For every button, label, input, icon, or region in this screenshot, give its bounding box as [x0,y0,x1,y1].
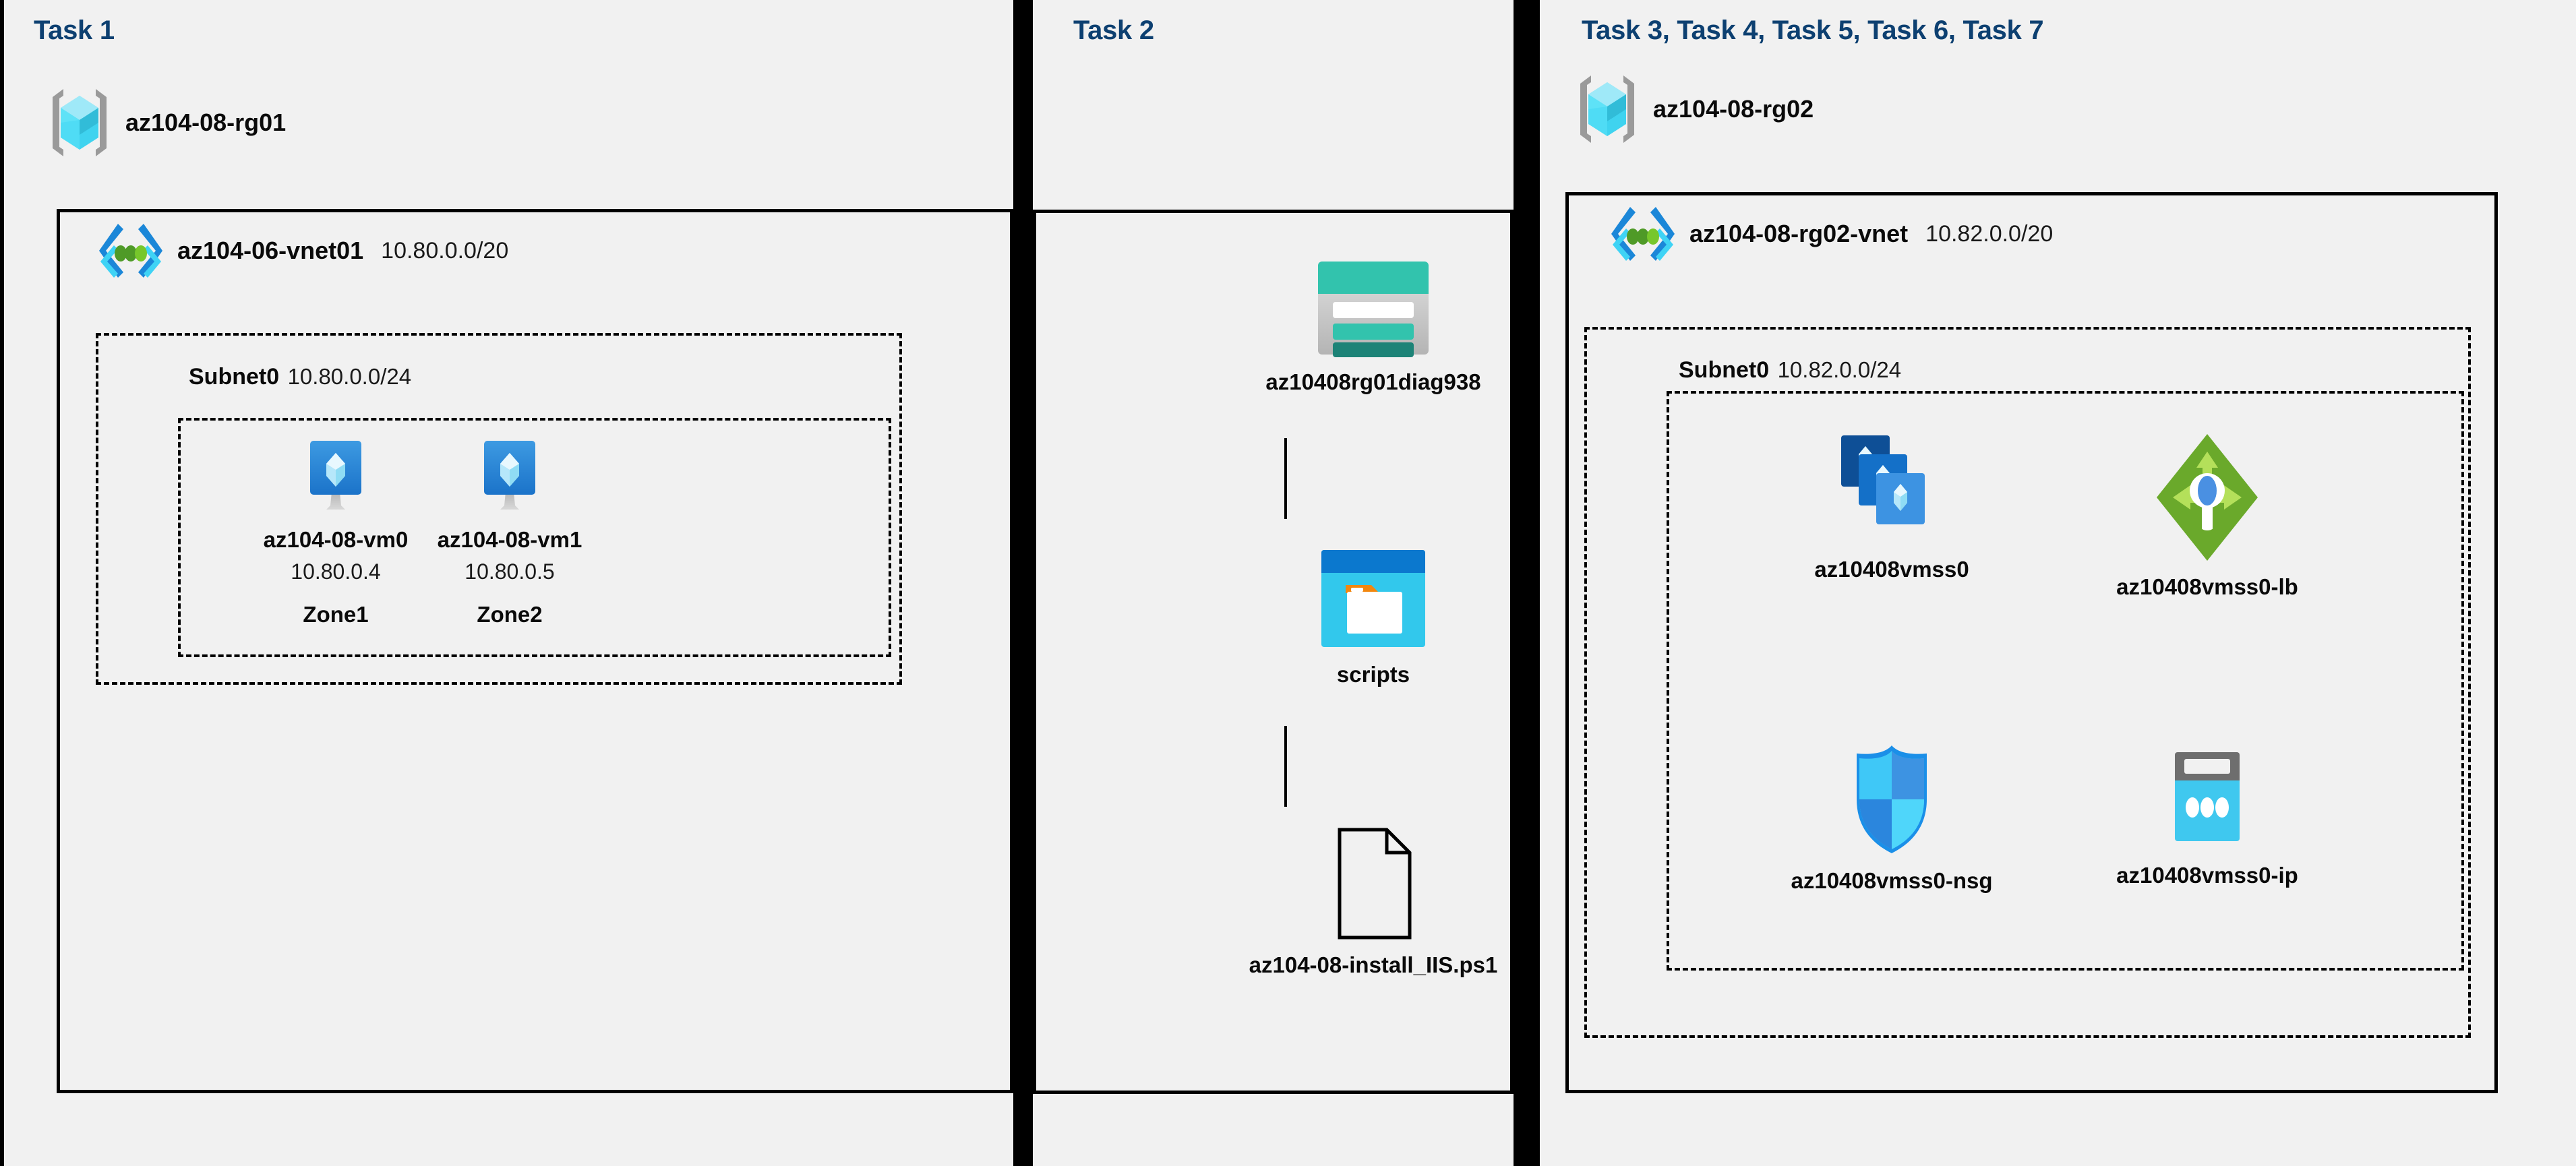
resource-zone-vm0: Zone1 [303,602,369,627]
resource-label-vm1: az104-08-vm1 [437,527,582,552]
resource-node-load-balancer[interactable]: az10408vmss0-lb [2086,431,2329,600]
panel-task-2: Task 2 [1033,0,1514,1166]
network-security-group-icon [1849,741,1935,857]
script-file-icon [1329,826,1418,942]
virtual-network-icon [1610,206,1676,262]
subnet-name-rg02: Subnet0 [1679,357,1770,383]
availability-zones-container [178,418,891,657]
panel-task-1: Task 1 [4,0,1013,1166]
panel-title-task-2: Task 2 [1073,16,1154,45]
resource-label-storage-account: az10408rg01diag938 [1265,369,1481,394]
subnet-cidr-rg01: 10.80.0.0/24 [287,364,412,389]
resource-label-load-balancer: az10408vmss0-lb [2116,574,2298,599]
subnet-header-subnet0-rg01: Subnet0 10.80.0.0/24 [189,364,411,390]
resource-group-icon [49,86,111,159]
resource-node-nsg[interactable]: az10408vmss0-nsg [1770,741,2013,894]
subnet-container-subnet0-rg02 [1584,327,2471,1038]
resource-label-script-file: az104-08-install_IIS.ps1 [1249,952,1498,977]
resource-ip-vm1: 10.80.0.5 [465,559,555,584]
resource-node-storage-account[interactable]: az10408rg01diag938 [1164,257,1582,395]
panel-title-task-3-to-7: Task 3, Task 4, Task 5, Task 6, Task 7 [1582,16,2044,45]
resource-zone-vm1: Zone2 [477,602,543,627]
vnet-header-rg02-vnet: az104-08-rg02-vnet 10.82.0.0/20 [1610,206,2053,262]
subnet-container-subnet0-rg01 [96,333,902,685]
virtual-network-icon [98,222,164,279]
resource-node-vm1[interactable]: az104-08-vm1 10.80.0.5 Zone2 [388,438,631,627]
resource-label-blob-container: scripts [1336,662,1410,687]
resource-group-header-rg01: az104-08-rg01 [49,86,286,159]
panel-divider-1 [1013,0,1033,1166]
resource-ip-vm0: 10.80.0.4 [291,559,381,584]
vnet-cidr-vnet01: 10.80.0.0/20 [381,237,509,264]
resource-node-script-file[interactable]: az104-08-install_IIS.ps1 [1164,826,1582,978]
public-ip-address-icon [2160,748,2254,852]
vnet-cidr-rg02: 10.82.0.0/20 [1925,220,2054,247]
resource-label-vmss: az10408vmss0 [1814,557,1969,582]
resource-node-blob-container[interactable]: scripts [1164,546,1582,687]
vm-scale-set-icon [1829,431,1954,546]
resource-label-public-ip: az10408vmss0-ip [2116,863,2298,888]
resource-node-vmss[interactable]: az10408vmss0 [1770,431,2013,582]
resource-label-vm0: az104-08-vm0 [263,527,409,552]
vnet-name-vnet01: az104-06-vnet01 [177,237,364,264]
storage-account-icon [1314,257,1433,359]
panel-task-3-to-7: Task 3, Task 4, Task 5, Task 6, Task 7 [1540,0,2576,1166]
resource-group-label-rg01: az104-08-rg01 [125,109,287,136]
panel-title-task-1: Task 1 [34,16,115,45]
vnet-name-rg02: az104-08-rg02-vnet [1689,220,1909,247]
vmss-resources-container [1667,391,2464,971]
subnet-header-subnet0-rg02: Subnet0 10.82.0.0/24 [1679,357,1901,383]
virtual-machine-icon [475,438,545,516]
subnet-cidr-rg02: 10.82.0.0/24 [1777,357,1902,382]
storage-container-box [1033,210,1514,1094]
resource-node-public-ip[interactable]: az10408vmss0-ip [2086,748,2329,888]
resource-node-vm0[interactable]: az104-08-vm0 10.80.0.4 Zone1 [214,438,457,627]
connector-container-to-script [1284,726,1287,807]
resource-group-label-rg02: az104-08-rg02 [1653,95,1814,123]
resource-group-header-rg02: az104-08-rg02 [1576,73,1814,146]
virtual-machine-icon [301,438,371,516]
vnet-container-rg02-vnet [1565,192,2498,1093]
vnet-header-vnet01: az104-06-vnet01 10.80.0.0/20 [98,222,508,279]
resource-label-nsg: az10408vmss0-nsg [1791,868,1993,893]
subnet-name-rg01: Subnet0 [189,364,280,390]
vnet-container-vnet01 [57,209,1013,1093]
load-balancer-icon [2154,431,2260,563]
blob-container-icon [1317,546,1429,651]
panel-divider-2 [1514,0,1540,1166]
left-edge-rule [0,0,4,1166]
connector-storage-to-container [1284,438,1287,519]
resource-group-icon [1576,73,1638,146]
